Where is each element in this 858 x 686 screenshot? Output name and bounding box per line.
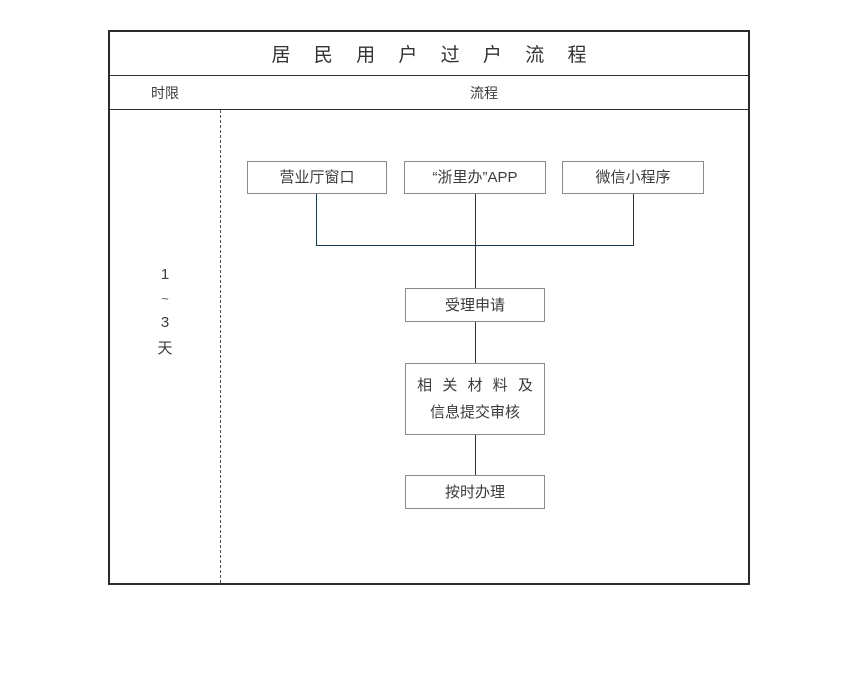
flowchart-table: 居 民 用 户 过 户 流 程 时限 流程 1 ~ 3 天 营业厅窗口 “浙里办… — [108, 30, 750, 585]
node-wechat-miniprogram[interactable]: 微信小程序 — [562, 161, 704, 194]
flow-canvas: 营业厅窗口 “浙里办”APP 微信小程序 受理申请 相 关 材 料 及 信息提交… — [220, 110, 748, 583]
connector-wechat-down — [633, 194, 634, 246]
node-service-hall-window[interactable]: 营业厅窗口 — [247, 161, 387, 194]
time-limit-range-separator: ~ — [161, 291, 169, 306]
time-limit-unit: 天 — [157, 340, 173, 357]
table-header-row: 时限 流程 — [110, 76, 748, 110]
connector-merge-to-accept — [475, 245, 476, 288]
node-label-line-2: 信息提交审核 — [429, 404, 520, 421]
chart-title-row: 居 民 用 户 过 户 流 程 — [110, 32, 748, 76]
connector-materials-to-handle — [475, 435, 476, 475]
column-header-time-limit: 时限 — [151, 84, 179, 101]
node-label: 按时办理 — [444, 483, 505, 501]
connector-app-down — [475, 194, 476, 246]
node-label: “浙里办”APP — [432, 169, 518, 186]
time-limit-line-3: 3 — [160, 314, 170, 331]
node-label: 受理申请 — [444, 296, 505, 314]
time-limit-line-1: 1 — [160, 266, 170, 283]
connector-accept-to-materials — [475, 322, 476, 363]
node-accept-application[interactable]: 受理申请 — [405, 288, 545, 322]
node-process-on-time[interactable]: 按时办理 — [405, 475, 545, 509]
connector-hall-down — [316, 194, 317, 246]
column-divider — [220, 110, 221, 583]
time-limit-cell: 1 ~ 3 天 — [110, 110, 220, 583]
column-header-flow: 流程 — [470, 84, 498, 101]
node-submit-materials-review[interactable]: 相 关 材 料 及 信息提交审核 — [405, 363, 545, 435]
node-label-line-1: 相 关 材 料 及 — [417, 377, 536, 394]
table-body-row: 1 ~ 3 天 营业厅窗口 “浙里办”APP 微信小程序 受理申请 — [110, 110, 748, 583]
page-title: 居 民 用 户 过 户 流 程 — [271, 45, 596, 66]
node-label: 微信小程序 — [595, 169, 671, 186]
node-label: 营业厅窗口 — [279, 169, 355, 186]
node-zhelaiban-app[interactable]: “浙里办”APP — [404, 161, 546, 194]
